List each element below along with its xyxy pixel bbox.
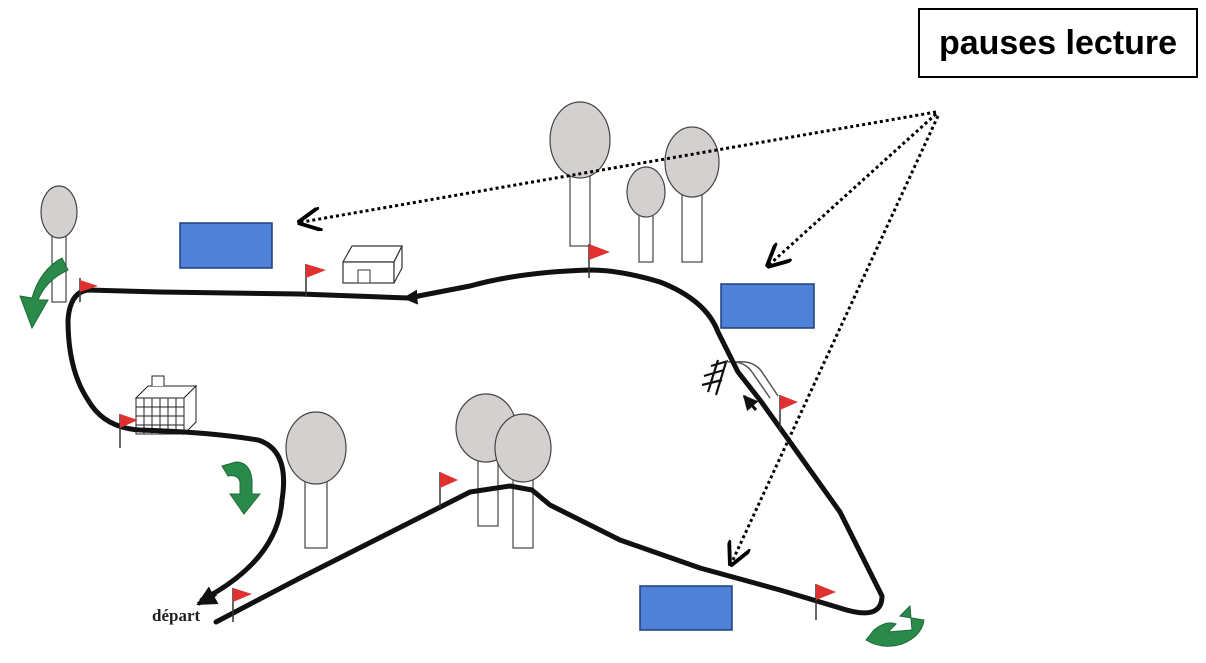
course-track [65,267,885,625]
flag-icon [305,264,326,296]
track-direction-arrow [402,289,421,305]
pause-box [639,585,733,631]
tree-icon [494,413,552,549]
flag-icon [588,244,610,278]
pause-box [720,283,815,329]
pause-box [179,222,273,269]
house-icon [341,245,403,284]
track-direction-arrow [742,394,759,412]
flag-icon [779,395,798,430]
tree-icon [626,166,666,263]
tree-icon [549,101,611,247]
flag-icon [79,278,98,302]
grid-cube-icon [134,375,198,436]
pause-legend-label: pauses lecture [918,8,1198,78]
flag-icon [815,584,836,620]
ladder-icon [701,359,779,399]
turn-arrow-icon [221,461,262,515]
flag-icon [232,588,252,622]
turn-arrow-icon [865,604,925,647]
tree-icon [664,126,720,263]
tree-icon [285,411,347,549]
tree-icon [40,185,78,303]
pause-pointer-arrows [302,110,940,562]
start-arrow [196,586,219,606]
flag-icon [439,472,458,508]
start-label: départ [152,606,201,625]
turn-arrow-icon [19,257,69,330]
flag-icon [119,414,138,448]
